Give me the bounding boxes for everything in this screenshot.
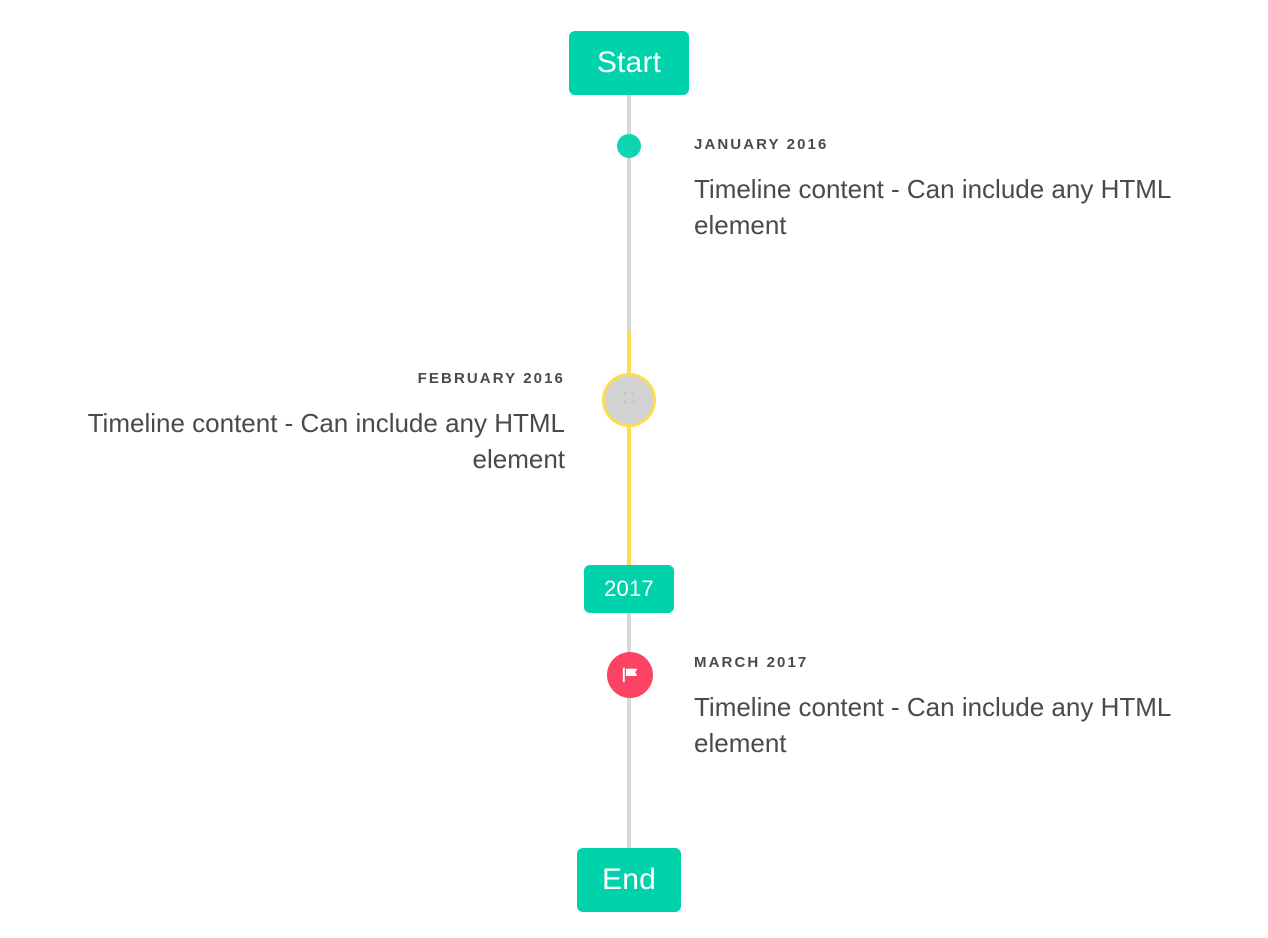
timeline-entry-date: March 2017 bbox=[694, 654, 809, 671]
timeline-axis-segment-bottom bbox=[627, 613, 631, 849]
timeline-year-badge[interactable]: 2017 bbox=[584, 565, 674, 613]
timeline-entry-body: Timeline content - Can include any HTML … bbox=[694, 692, 1171, 758]
flag-icon bbox=[619, 664, 641, 686]
timeline-marker-flag-icon[interactable] bbox=[607, 652, 653, 698]
broken-image-icon bbox=[621, 390, 637, 411]
timeline-entry-body: Timeline content - Can include any HTML … bbox=[694, 174, 1171, 240]
timeline-axis-segment-top bbox=[627, 95, 631, 331]
timeline-axis-segment-highlight bbox=[627, 331, 631, 565]
timeline-entry-date: January 2016 bbox=[694, 136, 829, 153]
timeline-marker-broken-image-icon[interactable] bbox=[602, 373, 656, 427]
timeline-entry-january: January 2016 Timeline content - Can incl… bbox=[694, 136, 1222, 244]
timeline-entry-february: February 2016 Timeline content - Can inc… bbox=[0, 370, 565, 478]
timeline-entry-body: Timeline content - Can include any HTML … bbox=[87, 408, 565, 474]
timeline-entry-march: March 2017 Timeline content - Can includ… bbox=[694, 654, 1222, 762]
timeline-start-badge[interactable]: Start bbox=[569, 31, 689, 95]
timeline-marker-dot-icon[interactable] bbox=[617, 134, 641, 158]
timeline-entry-date: February 2016 bbox=[417, 370, 565, 387]
timeline-end-badge[interactable]: End bbox=[577, 848, 681, 912]
